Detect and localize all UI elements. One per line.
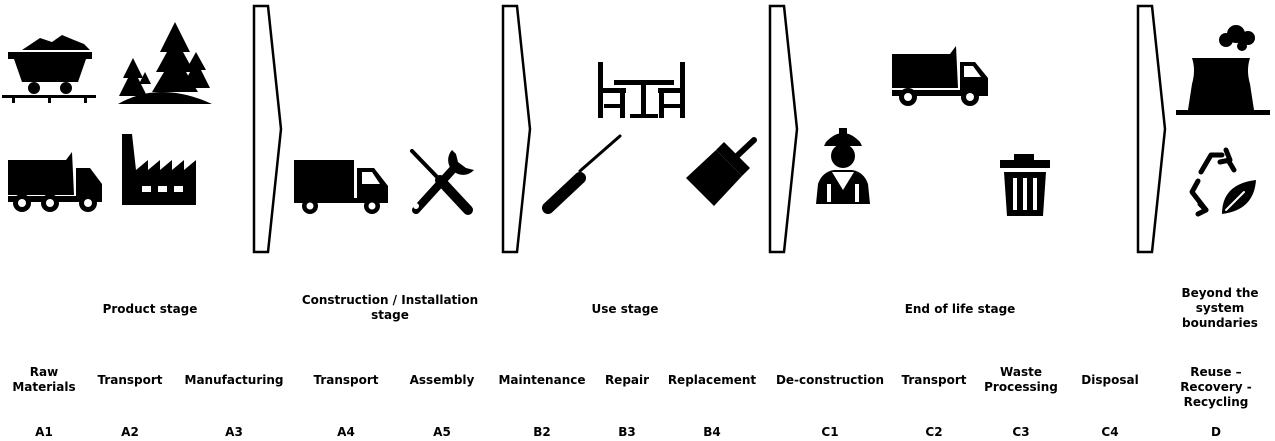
module-name-c2: Transport	[901, 373, 967, 387]
worker-icon	[816, 128, 870, 204]
chevron-separator-3	[768, 4, 799, 254]
tools-icon	[410, 149, 474, 215]
module-name-b4: Replacement	[667, 373, 757, 387]
module-name-d: Reuse – Recovery - Recycling	[1180, 365, 1252, 409]
recycle-leaf-icon	[1189, 147, 1256, 217]
screwdriver-icon	[542, 134, 622, 214]
chevron-separator-1	[252, 4, 283, 254]
module-code-a1: A1	[35, 425, 53, 439]
furniture-icon	[598, 62, 685, 118]
module-name-a3: Manufacturing	[184, 373, 284, 387]
stage-label-beyond: Beyond the system boundaries	[1181, 286, 1259, 330]
stage-label-end-of-life: End of life stage	[904, 302, 1016, 316]
module-code-b4: B4	[703, 425, 721, 439]
module-code-a3: A3	[225, 425, 243, 439]
paint-brush-icon	[686, 137, 757, 206]
power-plant-icon	[1176, 25, 1270, 115]
trees-icon	[118, 22, 212, 104]
module-name-b3: Repair	[604, 373, 650, 387]
module-name-a4: Transport	[313, 373, 379, 387]
stage-label-construction: Construction / Installation stage	[301, 293, 479, 322]
coal-cart-icon	[2, 35, 96, 103]
stage-label-use: Use stage	[591, 302, 659, 316]
module-name-a5: Assembly	[409, 373, 475, 387]
module-code-a5: A5	[433, 425, 451, 439]
stage-label-product: Product stage	[102, 302, 198, 316]
module-code-d: D	[1211, 425, 1221, 439]
module-code-c1: C1	[821, 425, 839, 439]
module-name-a1: Raw Materials	[12, 365, 76, 394]
module-code-b2: B2	[533, 425, 551, 439]
module-name-a2: Transport	[97, 373, 163, 387]
module-code-c2: C2	[925, 425, 943, 439]
module-code-a4: A4	[337, 425, 355, 439]
module-name-c4: Disposal	[1081, 373, 1139, 387]
module-code-a2: A2	[121, 425, 139, 439]
module-name-c3: Waste Processing	[984, 365, 1058, 394]
stage-separators	[252, 4, 1167, 254]
module-name-b2: Maintenance	[498, 373, 586, 387]
factory-icon	[122, 134, 196, 205]
chevron-separator-4	[1136, 4, 1167, 254]
trash-bin-icon	[1000, 154, 1050, 216]
box-truck-icon	[294, 160, 388, 214]
dump-truck-icon-a2	[8, 152, 102, 212]
dump-truck-icon-c2	[892, 46, 988, 106]
chevron-separator-2	[501, 4, 532, 254]
module-code-c4: C4	[1101, 425, 1119, 439]
module-code-b3: B3	[618, 425, 636, 439]
module-code-c3: C3	[1012, 425, 1030, 439]
module-name-c1: De-construction	[775, 373, 885, 387]
